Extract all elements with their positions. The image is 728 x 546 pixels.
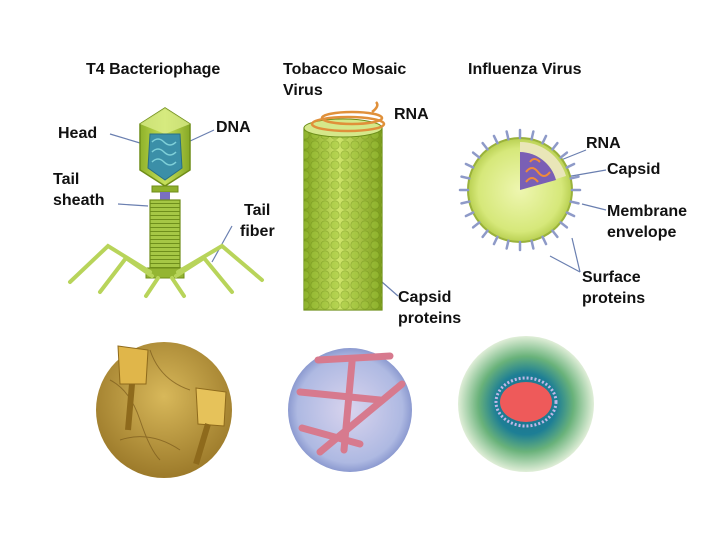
tobacco-mosaic-virus-illustration bbox=[303, 101, 399, 311]
surface-protein-spike bbox=[569, 200, 580, 205]
t4-micrograph bbox=[96, 342, 232, 478]
tmv-label-capsid-proteins-2: proteins bbox=[398, 310, 462, 327]
tmv-label-rna: RNA bbox=[394, 106, 429, 123]
tmv-micrograph bbox=[288, 348, 412, 472]
surface-protein-spike bbox=[460, 175, 471, 180]
flu-label-surface-1: Surface bbox=[582, 269, 641, 286]
t4-label-tail-sheath-2: sheath bbox=[53, 192, 105, 209]
influenza-micrograph bbox=[458, 336, 594, 472]
surface-protein-spike bbox=[460, 200, 471, 205]
t4-bacteriophage-illustration bbox=[68, 107, 264, 298]
tmv-label-capsid-proteins-1: Capsid bbox=[398, 289, 452, 306]
flu-label-membrane-1: Membrane bbox=[607, 203, 688, 220]
flu-label-membrane-2: envelope bbox=[607, 224, 677, 241]
flu-label-capsid: Capsid bbox=[607, 161, 661, 178]
surface-protein-spike bbox=[481, 229, 489, 239]
surface-protein-spike bbox=[541, 134, 548, 145]
surface-protein-spike bbox=[492, 235, 499, 246]
influenza-virus-illustration bbox=[458, 128, 607, 273]
surface-protein-spike bbox=[481, 141, 489, 151]
flu-label-surface-2: proteins bbox=[582, 290, 646, 307]
surface-protein-spike bbox=[559, 221, 569, 229]
surface-protein-spike bbox=[551, 229, 559, 239]
surface-protein-spike bbox=[565, 162, 576, 169]
surface-protein-spike bbox=[492, 134, 499, 145]
t4-label-tail-fiber-1: Tail bbox=[244, 202, 271, 219]
surface-protein-spike bbox=[530, 239, 535, 250]
surface-protein-spike bbox=[541, 235, 548, 246]
t4-label-tail-sheath-1: Tail bbox=[53, 171, 80, 188]
surface-protein-spike bbox=[505, 239, 510, 250]
t4-title: T4 Bacteriophage bbox=[86, 61, 221, 78]
surface-protein-spike bbox=[559, 151, 569, 159]
flu-label-rna: RNA bbox=[586, 135, 621, 152]
surface-protein-spike bbox=[505, 130, 510, 141]
surface-protein-spike bbox=[464, 162, 475, 169]
flu-title: Influenza Virus bbox=[468, 61, 582, 78]
surface-protein-spike bbox=[569, 175, 580, 180]
t4-label-dna: DNA bbox=[216, 119, 251, 136]
surface-protein-spike bbox=[530, 130, 535, 141]
surface-protein-spike bbox=[471, 221, 481, 229]
tmv-title-line1: Tobacco Mosaic bbox=[283, 61, 407, 78]
surface-protein-spike bbox=[471, 151, 481, 159]
surface-protein-spike bbox=[565, 211, 576, 218]
surface-protein-spike bbox=[464, 211, 475, 218]
surface-protein-spike bbox=[551, 141, 559, 151]
tmv-title-line2: Virus bbox=[283, 82, 323, 99]
t4-label-tail-fiber-2: fiber bbox=[240, 223, 275, 240]
t4-label-head: Head bbox=[58, 125, 98, 142]
